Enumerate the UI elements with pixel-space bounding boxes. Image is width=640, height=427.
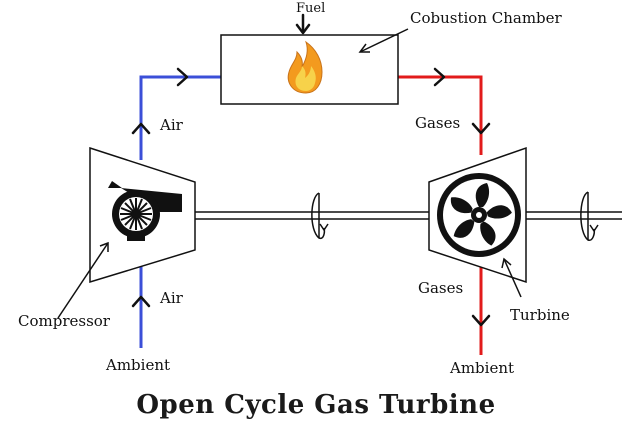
- arrow-down-icon: [471, 122, 491, 135]
- compressor-leader-line: [57, 242, 109, 319]
- arrow-down-icon: [295, 23, 311, 35]
- air-flow: [139, 75, 221, 348]
- compressor-label: Compressor: [18, 312, 111, 330]
- arrow-icon: [99, 241, 109, 252]
- fire-icon: [287, 40, 323, 94]
- arrow-icon: [501, 257, 512, 269]
- arrow-right-icon: [433, 67, 446, 87]
- ambient-label-right: Ambient: [449, 359, 514, 377]
- arrow-icon: [358, 43, 370, 53]
- arrow-right-icon: [176, 67, 189, 87]
- turbine-label: Turbine: [510, 306, 570, 324]
- air-label-bottom: Air: [159, 289, 184, 307]
- fuel-label: Fuel: [296, 1, 325, 16]
- shaft: [195, 211, 622, 220]
- blower-icon: [108, 181, 182, 241]
- flow-arrows: [131, 13, 491, 327]
- diagram-title: Open Cycle Gas Turbine: [136, 390, 495, 420]
- air-line-top: [139, 75, 221, 160]
- arrow-up-icon: [131, 295, 151, 308]
- air-label-top: Air: [159, 116, 184, 134]
- gases-label-bottom: Gases: [418, 279, 463, 297]
- gases-label-top: Gases: [415, 114, 460, 132]
- arrow-up-icon: [131, 122, 151, 135]
- turbine-leader-line: [503, 258, 522, 298]
- fan-icon: [437, 173, 521, 257]
- rotation-arrow-icon: [311, 192, 329, 240]
- ambient-label-left: Ambient: [105, 356, 170, 374]
- rotation-arrow-icon: [580, 191, 599, 242]
- combustion-leader-line: [359, 28, 409, 53]
- gas-line-top: [398, 75, 483, 155]
- arrow-down-icon: [471, 314, 491, 327]
- combustion-chamber-label: Cobustion Chamber: [410, 9, 563, 27]
- gas-flow: [398, 75, 483, 355]
